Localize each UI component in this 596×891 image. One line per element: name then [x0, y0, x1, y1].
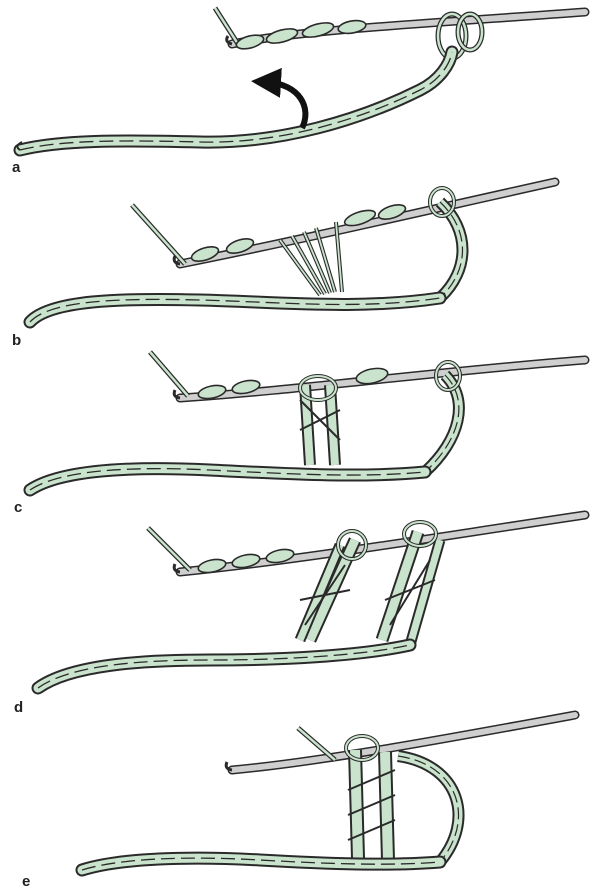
foundation-chain: [30, 298, 440, 322]
panel-label-e: e: [22, 873, 30, 890]
panel-e: e: [22, 715, 575, 890]
panel-c: c: [14, 352, 585, 516]
panel-label-b: b: [12, 332, 21, 349]
foundation-chain: [30, 469, 425, 490]
arrow-icon: [266, 82, 305, 128]
panel-label-c: c: [14, 499, 22, 516]
foundation-chain: [17, 52, 452, 150]
panel-b: b: [12, 182, 555, 349]
panel-d: d: [14, 515, 585, 716]
panel-label-a: a: [12, 159, 21, 176]
foundation-chain: [38, 645, 410, 688]
foundation-chain: [82, 858, 440, 870]
panel-label-d: d: [14, 699, 23, 716]
yarn-wrap: [197, 547, 295, 575]
panel-a: a: [12, 8, 585, 176]
stitch-column: [300, 531, 366, 640]
